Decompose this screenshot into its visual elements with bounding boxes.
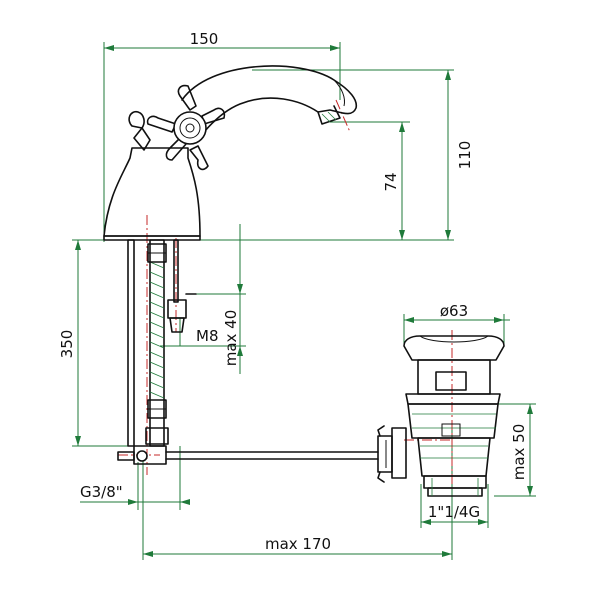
pop-up-waste [377,335,505,497]
dim-150-label: 150 [190,30,219,48]
dimension-arrows [75,45,533,557]
dim-max-170-label: max 170 [265,535,331,553]
dim-m8-label: M8 [196,327,219,345]
center-lines [118,99,453,490]
dim-max-40-label: max 40 [222,310,240,367]
cross-handle [146,84,226,171]
dimension-labels: 150 110 74 350 max 40 M8 ø63 max 50 G3/8… [58,30,528,553]
dim-g38-label: G3/8" [80,483,123,501]
supply-hoses [127,239,197,447]
dimension-lines [72,42,536,560]
faucet-body [103,65,358,241]
dim-max-50-label: max 50 [510,424,528,481]
dim-1-1-4g-label: 1"1/4G [428,503,480,521]
dim-110-label: 110 [456,141,474,170]
link-rod [117,445,379,465]
dim-350-label: 350 [58,330,76,359]
dim-diameter-63-label: ø63 [440,302,468,320]
dim-74-label: 74 [382,172,400,191]
